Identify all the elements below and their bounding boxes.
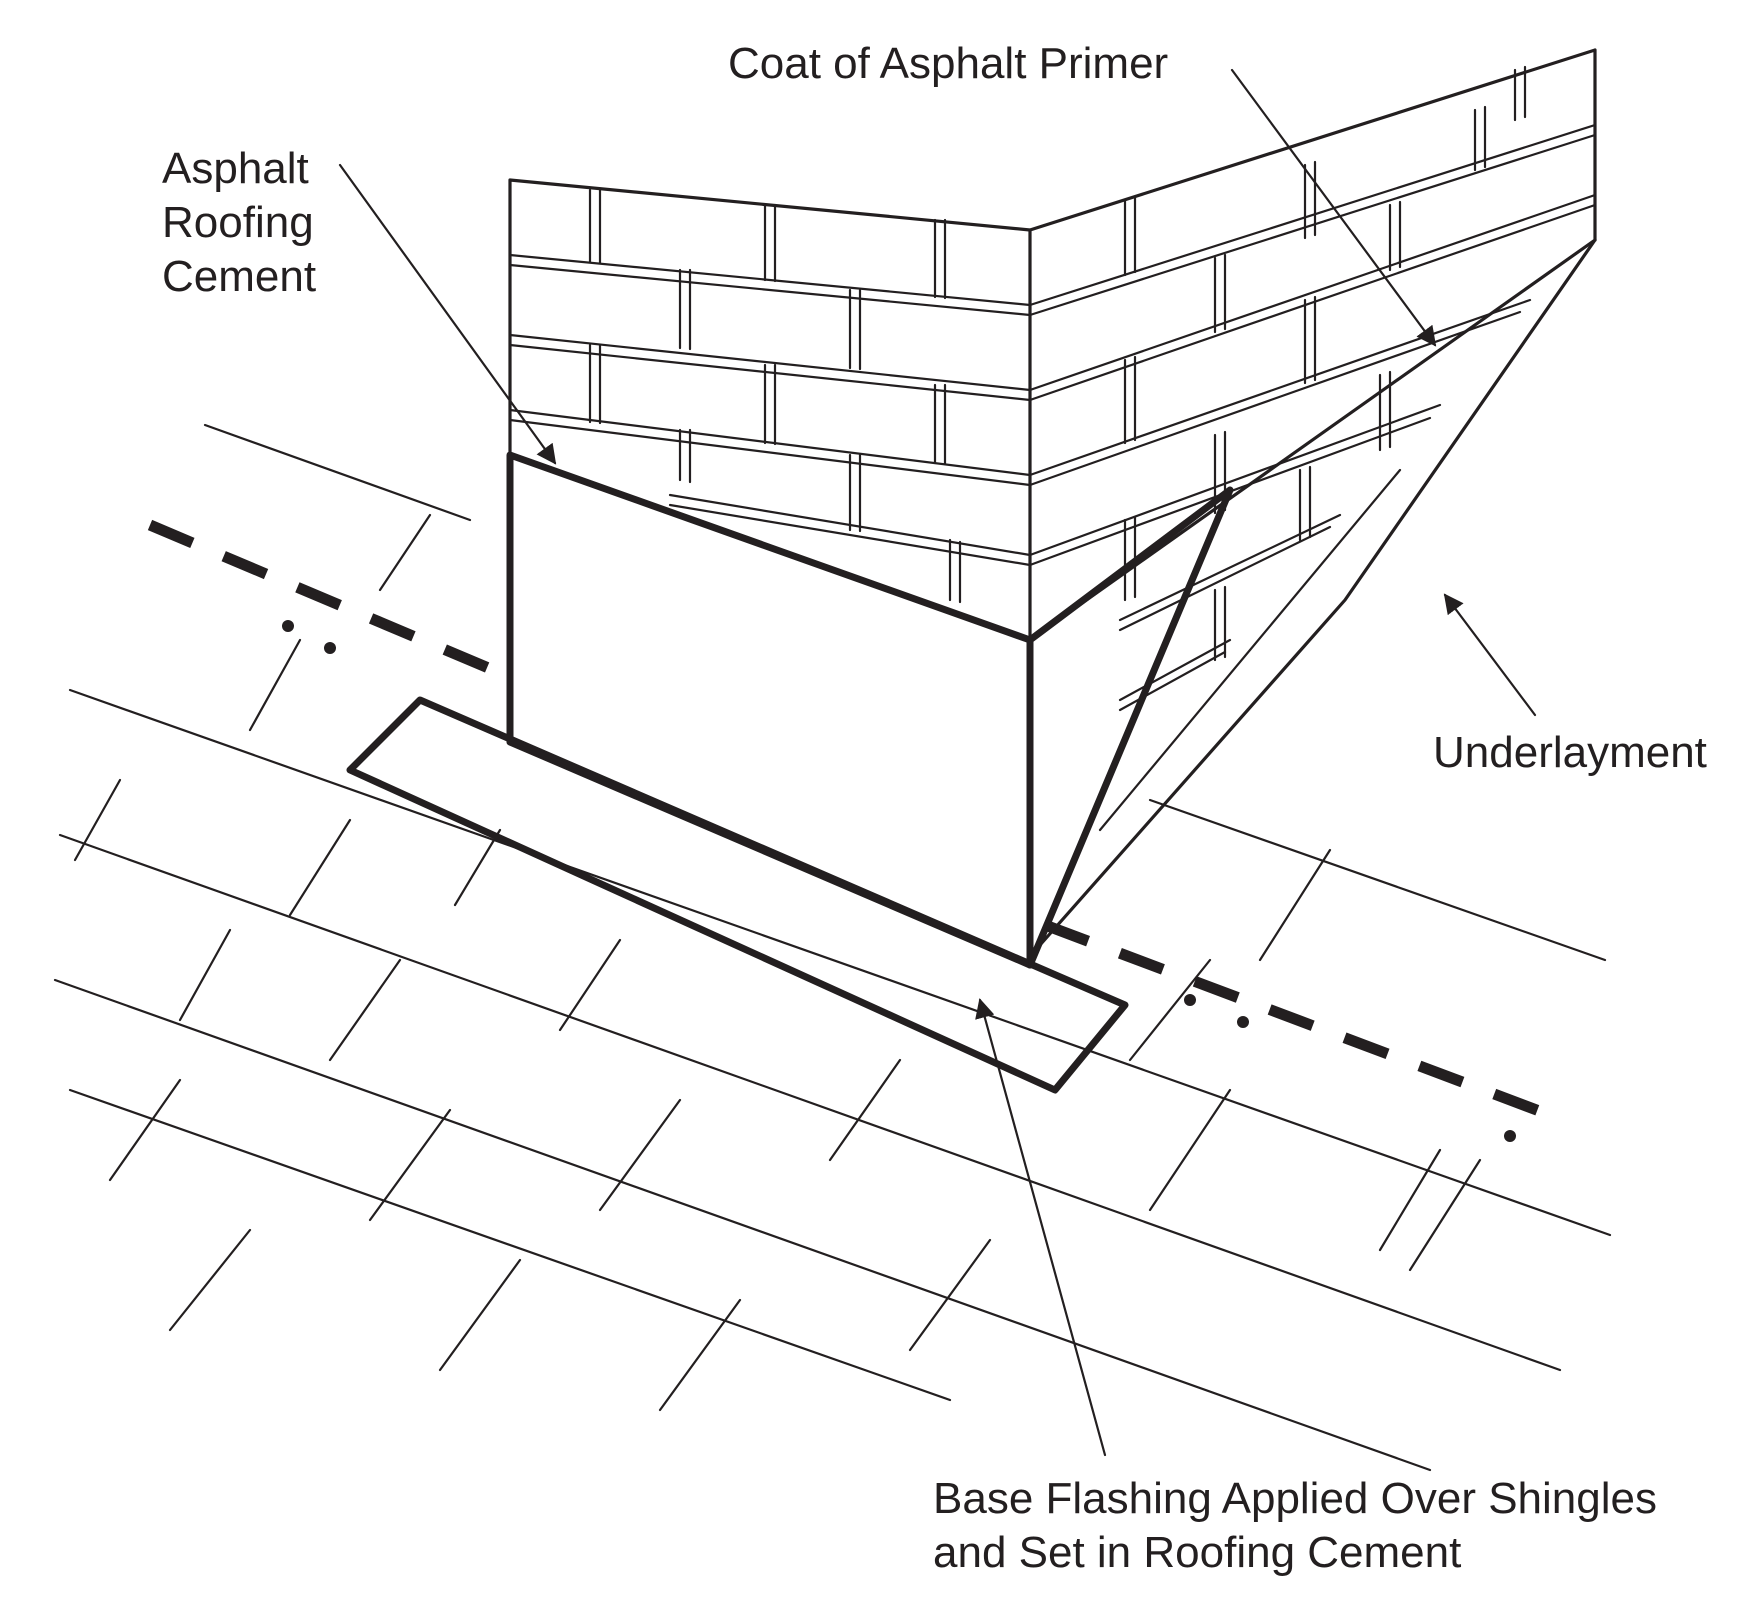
cement-leader: [338, 163, 557, 465]
left-face-bricks: [508, 188, 1032, 604]
underlayment-leader: [1443, 593, 1537, 717]
roof-shingles: [53, 423, 1612, 1472]
leader-lines: [338, 68, 1537, 1457]
label-flashing-line1: Base Flashing Applied Over Shingles: [933, 1474, 1657, 1523]
label-underlayment: Underlayment: [1433, 728, 1707, 777]
label-asphalt-primer: Coat of Asphalt Primer: [728, 39, 1168, 88]
brick-chimney: [508, 48, 1597, 947]
label-cement-line2: Roofing: [162, 198, 314, 247]
underlayment-edge: [147, 519, 1552, 1142]
labels: Coat of Asphalt Primer Asphalt Roofing C…: [162, 39, 1707, 1577]
label-cement-line1: Asphalt: [162, 144, 309, 193]
flashing-leader: [975, 998, 1107, 1457]
primer-leader: [1230, 68, 1437, 347]
base-flashing: [346, 451, 1234, 1094]
label-flashing-line2: and Set in Roofing Cement: [933, 1528, 1461, 1577]
right-face-bricks: [1028, 65, 1597, 712]
label-cement-line3: Cement: [162, 252, 316, 301]
